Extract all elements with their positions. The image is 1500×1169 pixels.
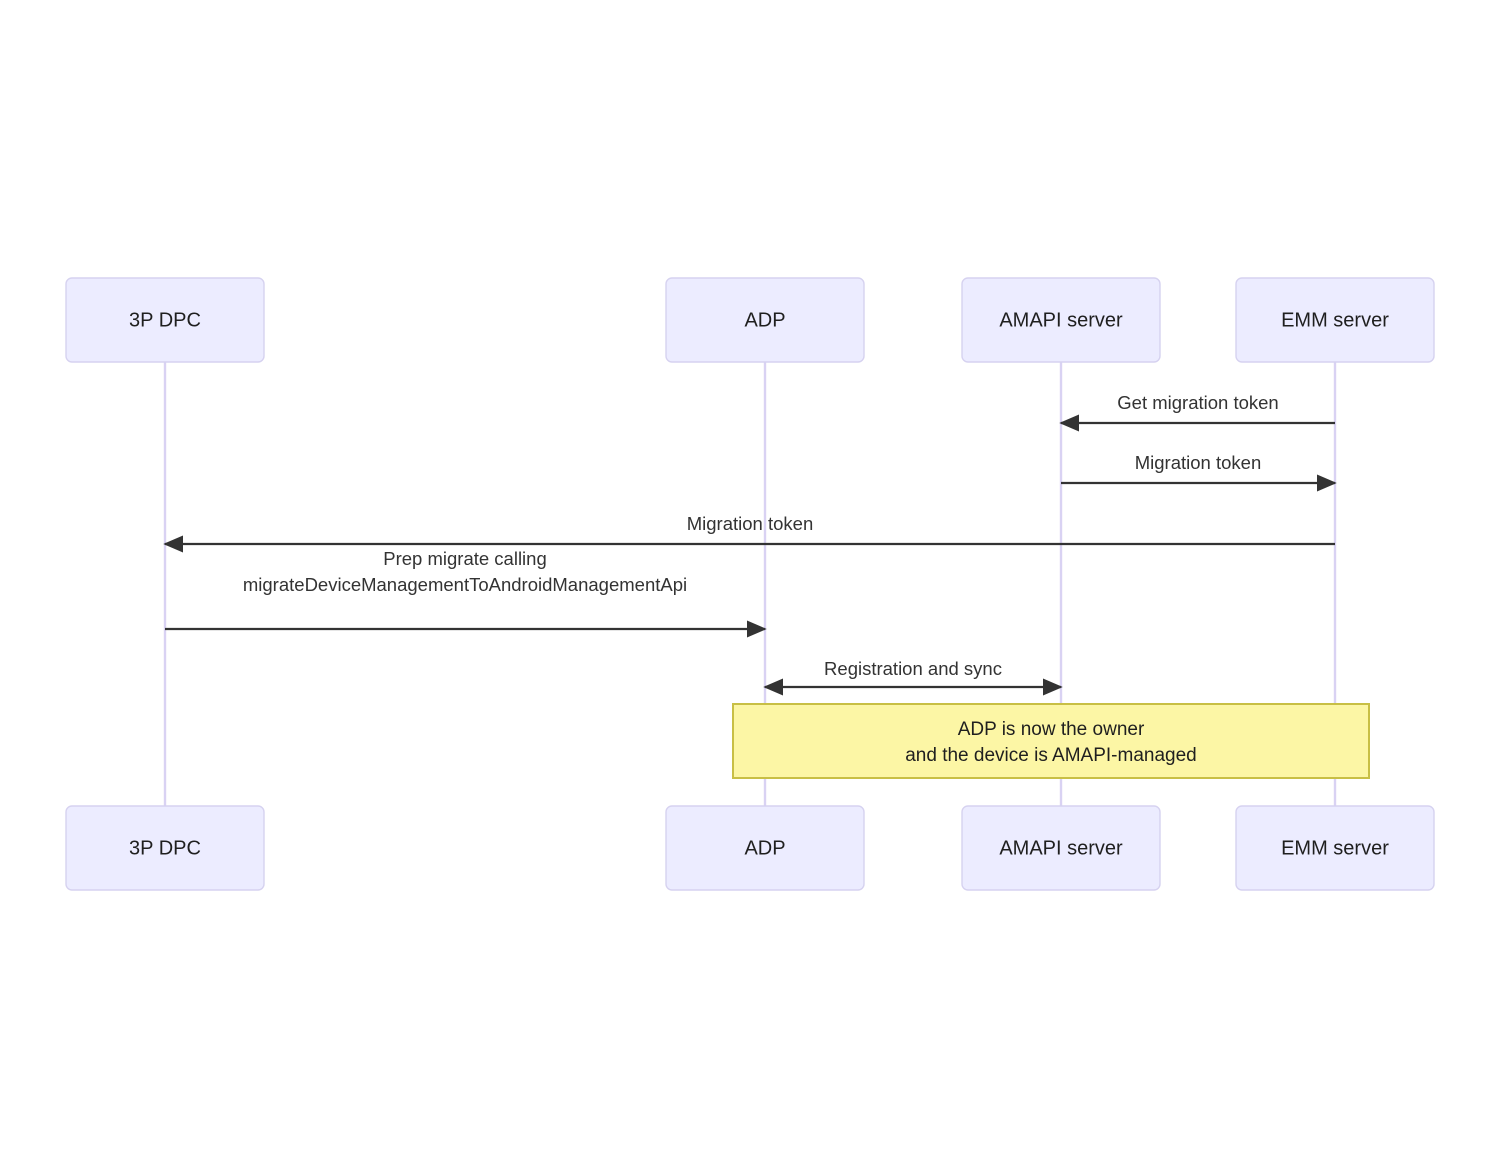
actor-dpc-top[interactable]: 3P DPC xyxy=(65,277,265,363)
actor-box xyxy=(1235,277,1435,363)
actor-amapi-top[interactable]: AMAPI server xyxy=(961,277,1161,363)
actor-dpc-bottom[interactable]: 3P DPC xyxy=(65,805,265,891)
actor-box xyxy=(665,277,865,363)
actor-box xyxy=(1235,805,1435,891)
actor-label: ADP xyxy=(744,837,785,859)
actor-label: EMM server xyxy=(1281,309,1389,331)
actor-label: AMAPI server xyxy=(999,837,1123,859)
message-label-line: migrateDeviceManagementToAndroidManageme… xyxy=(243,574,687,595)
actor-box xyxy=(65,277,265,363)
actor-box xyxy=(665,805,865,891)
message-m5: Registration and sync xyxy=(763,658,1063,696)
note-text-line: and the device is AMAPI-managed xyxy=(905,745,1197,766)
message-label-line: Get migration token xyxy=(1117,392,1278,413)
actor-label: 3P DPC xyxy=(129,837,201,859)
message-m2: Migration token xyxy=(1061,452,1337,492)
notes-group: ADP is now the owner and the device is AM… xyxy=(732,703,1370,779)
actor-label: AMAPI server xyxy=(999,309,1123,331)
actor-amapi-bottom[interactable]: AMAPI server xyxy=(961,805,1161,891)
message-label-line: Prep migrate calling xyxy=(383,548,547,569)
note-text-line: ADP is now the owner xyxy=(958,719,1145,740)
actor-label: ADP xyxy=(744,309,785,331)
actor-adp-bottom[interactable]: ADP xyxy=(665,805,865,891)
message-m1: Get migration token xyxy=(1059,392,1335,432)
actor-label: 3P DPC xyxy=(129,309,201,331)
message-label-line: Migration token xyxy=(687,513,813,534)
message-m3: Migration token xyxy=(163,513,1335,553)
message-m4: Prep migrate calling migrateDeviceManagem… xyxy=(165,548,767,638)
note-box xyxy=(732,703,1370,779)
message-label-line: Registration and sync xyxy=(824,658,1002,679)
actor-emm-bottom[interactable]: EMM server xyxy=(1235,805,1435,891)
message-label-line: Migration token xyxy=(1135,452,1261,473)
note-n1: ADP is now the owner and the device is AM… xyxy=(732,703,1370,779)
actor-box xyxy=(961,277,1161,363)
actor-emm-top[interactable]: EMM server xyxy=(1235,277,1435,363)
actor-adp-top[interactable]: ADP xyxy=(665,277,865,363)
actor-box xyxy=(65,805,265,891)
actor-box xyxy=(961,805,1161,891)
actor-label: EMM server xyxy=(1281,837,1389,859)
